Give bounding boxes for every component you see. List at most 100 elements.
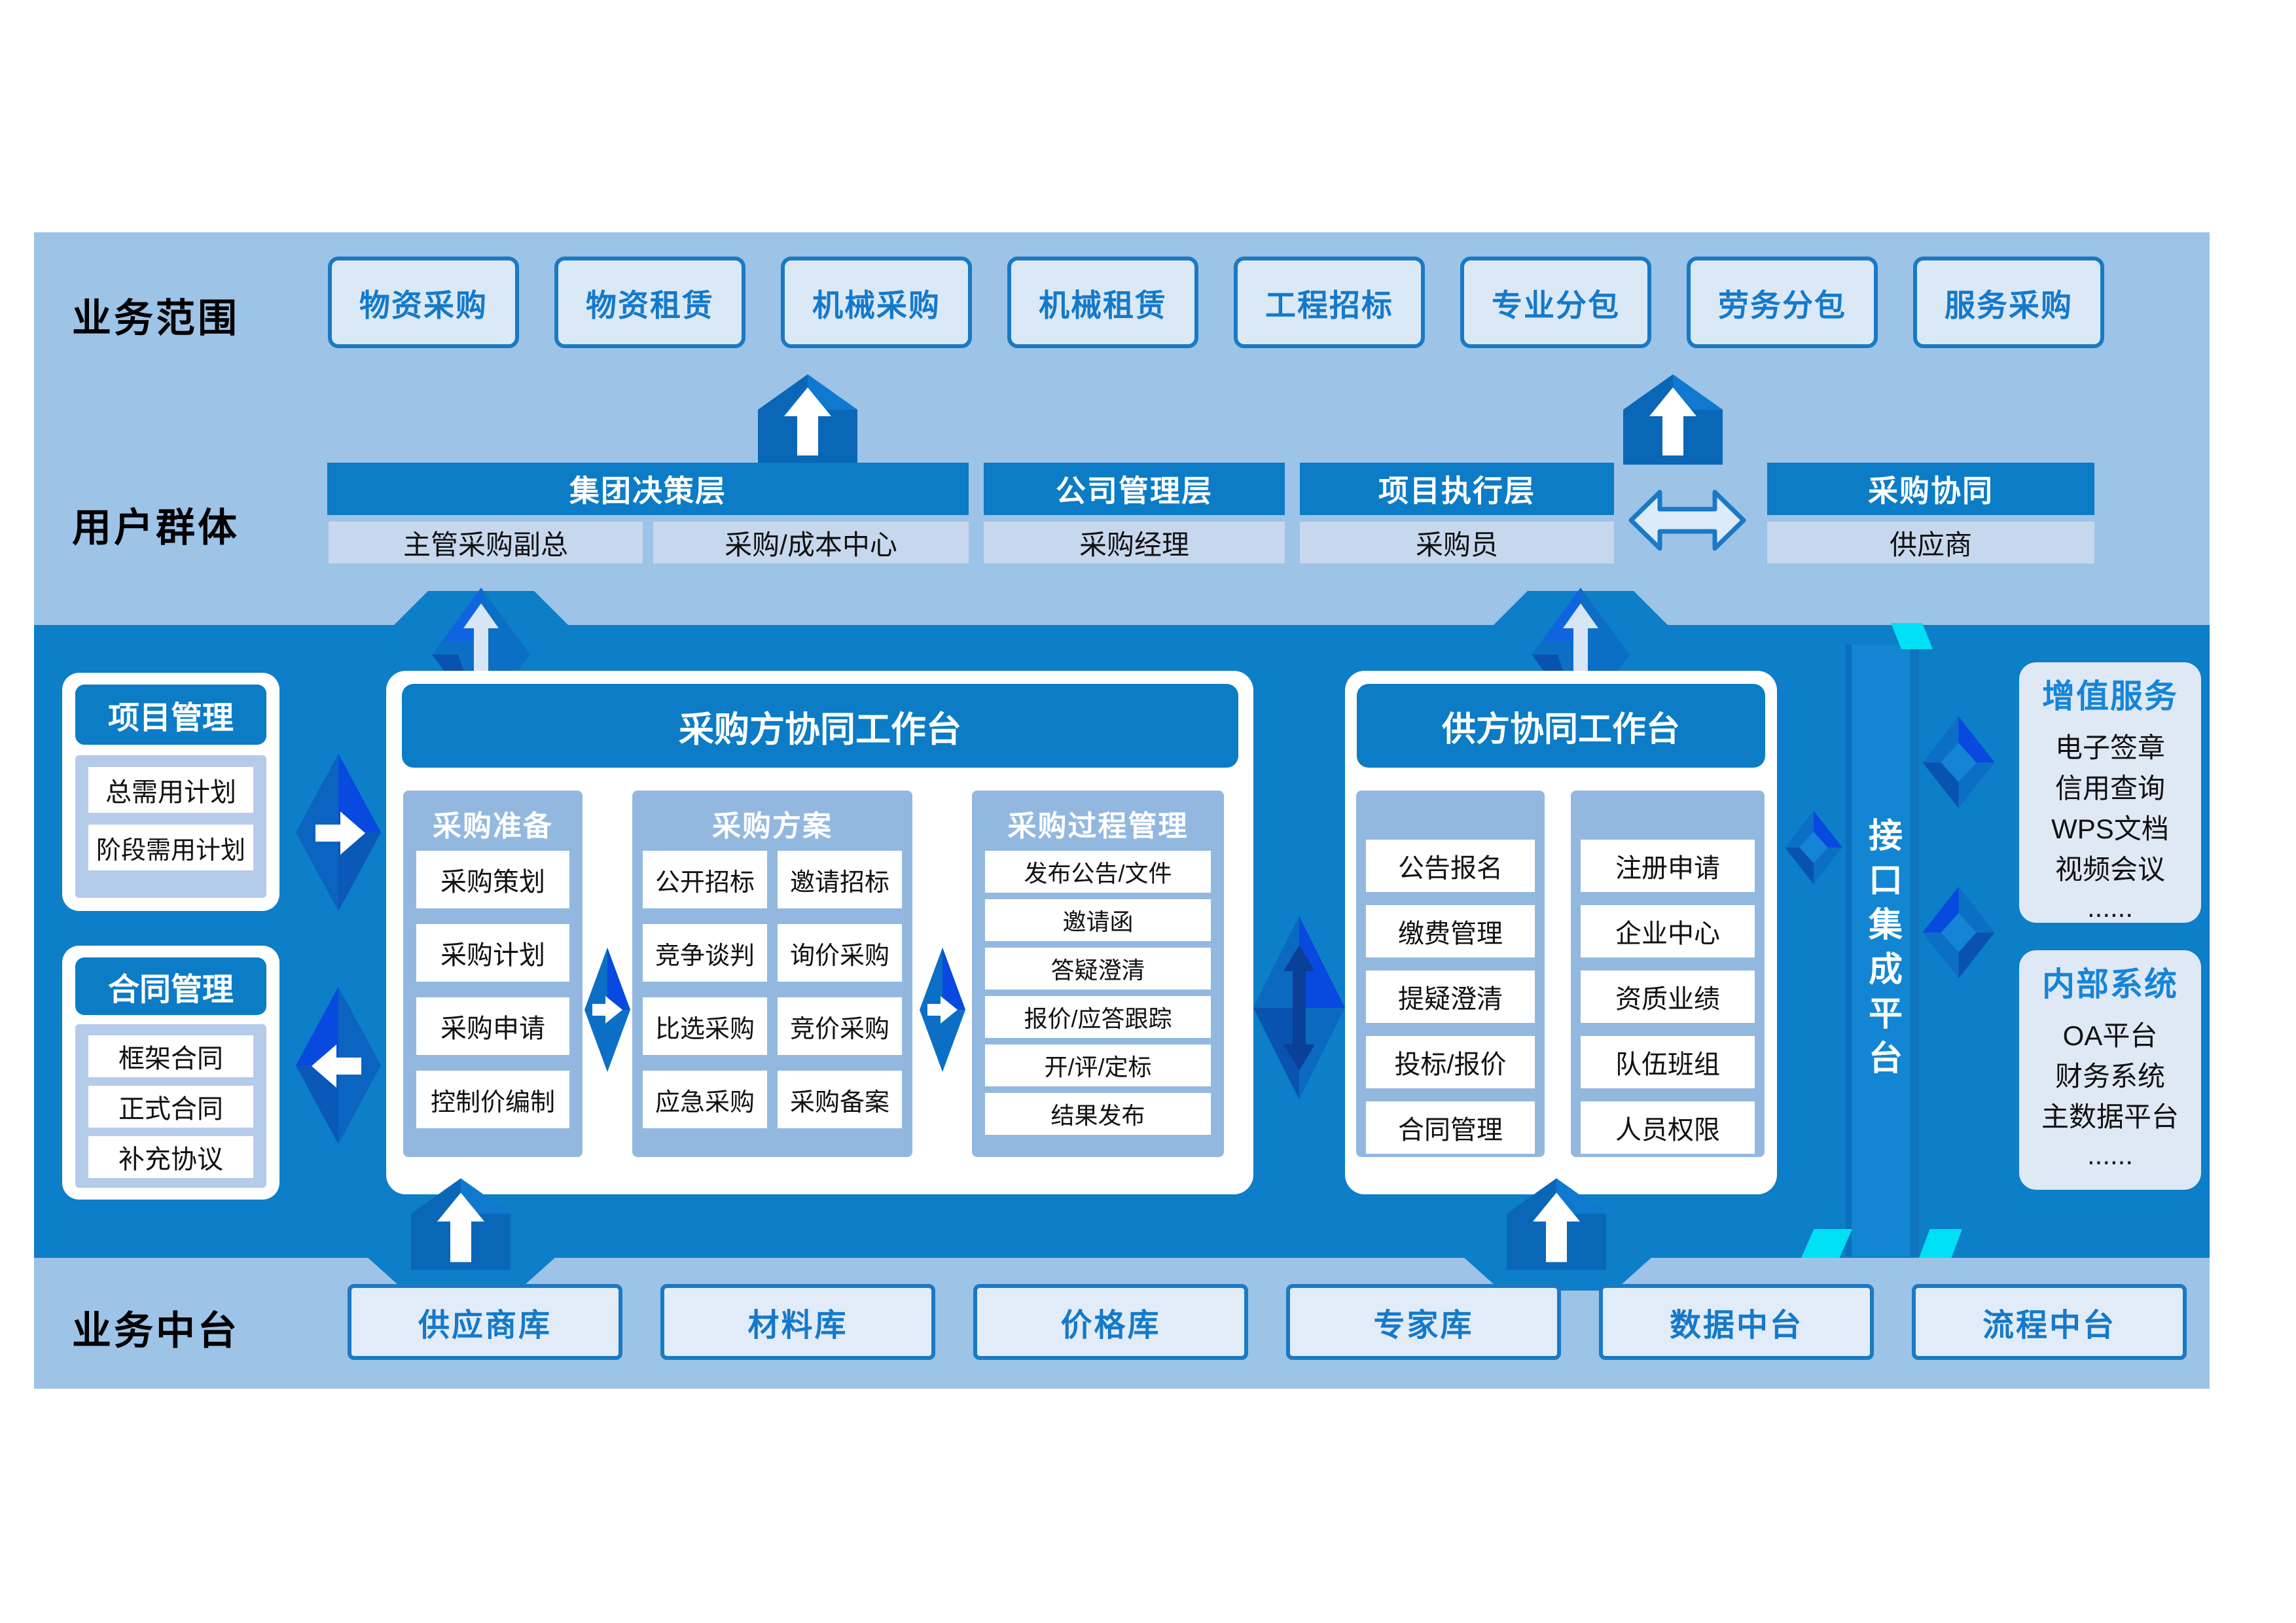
up-arrow-icon	[411, 1177, 511, 1272]
double-horizontal-arrow-icon	[1628, 486, 1746, 555]
scope-item-label: 机械租赁	[1039, 287, 1167, 323]
right-arrow-diamond-icon	[296, 754, 381, 911]
value-added-item: 信用查询	[2054, 772, 2165, 804]
value-added-item: 电子签章	[2054, 732, 2165, 763]
up-arrow-icon	[1623, 374, 1723, 465]
scope-item-box: 劳务分包	[1687, 257, 1878, 348]
group-role: 供应商	[1767, 522, 2094, 563]
scheme-item: 比选采购	[643, 997, 767, 1055]
middle-item-box: 价格库	[973, 1284, 1248, 1360]
middle-item-box: 专家库	[1286, 1284, 1561, 1360]
scope-item-label: 机械采购	[812, 287, 941, 323]
user-groups-label: 用户群体	[72, 506, 240, 550]
right-arrow-diamond-icon	[920, 948, 965, 1072]
up-arrow-icon	[758, 374, 857, 465]
diamond-icon	[1921, 887, 1996, 978]
group-header: 项目执行层	[1300, 463, 1614, 515]
supplier-item: 提疑澄清	[1366, 971, 1535, 1023]
value-added-panel: 增值服务 电子签章 信用查询 WPS文档 视频会议 ......	[2019, 662, 2201, 923]
value-added-item: 视频会议	[2054, 853, 2165, 885]
middle-item-label: 流程中台	[1982, 1308, 2116, 1343]
scheme-item: 邀请招标	[778, 851, 902, 908]
middle-item-box: 流程中台	[1912, 1284, 2187, 1360]
middle-item-label: 价格库	[1060, 1308, 1161, 1343]
diamond-icon	[1921, 717, 1996, 808]
group-header: 集团决策层	[327, 463, 969, 515]
group-role: 采购经理	[984, 522, 1285, 563]
scope-item-label: 服务采购	[1945, 287, 2073, 323]
contract-mgmt-title: 合同管理	[107, 972, 234, 1007]
right-arrow-diamond-icon	[584, 948, 630, 1072]
middle-item-box: 供应商库	[348, 1284, 622, 1360]
supplier-item: 合同管理	[1366, 1101, 1535, 1154]
supplier-item: 资质业绩	[1581, 971, 1755, 1023]
group-header: 公司管理层	[984, 463, 1285, 515]
scope-item-box: 工程招标	[1234, 257, 1425, 348]
diamond-icon	[1785, 805, 1842, 890]
middle-item-label: 专家库	[1373, 1308, 1474, 1343]
scheme-item: 竞争谈判	[643, 924, 767, 982]
process-item: 开/评/定标	[985, 1044, 1211, 1086]
supplier-workbench-title: 供方协同工作台	[1441, 710, 1680, 749]
middle-item-label: 数据中台	[1669, 1308, 1803, 1343]
value-added-title: 增值服务	[2042, 678, 2178, 715]
up-arrow-icon	[1507, 1177, 1606, 1272]
value-added-item: ......	[2087, 892, 2133, 923]
value-added-item: WPS文档	[2051, 813, 2169, 844]
supplier-item: 队伍班组	[1581, 1036, 1755, 1088]
group-role: 采购/成本中心	[653, 522, 969, 563]
supplier-item: 缴费管理	[1366, 905, 1535, 957]
prep-item: 采购申请	[416, 997, 569, 1055]
vertical-double-arrow-diamond-icon	[1253, 916, 1345, 1099]
supplier-item: 企业中心	[1581, 905, 1755, 957]
project-mgmt-title: 项目管理	[107, 701, 234, 736]
scope-item-label: 劳务分包	[1718, 287, 1846, 323]
prep-panel-title: 采购准备	[433, 810, 553, 842]
scope-item-box: 专业分包	[1460, 257, 1651, 348]
internal-systems-title: 内部系统	[2042, 966, 2178, 1003]
process-item: 发布公告/文件	[985, 851, 1211, 893]
middle-item-label: 材料库	[747, 1308, 848, 1343]
group-role: 主管采购副总	[329, 522, 643, 563]
group-header: 采购协同	[1767, 463, 2094, 515]
middle-item-box: 数据中台	[1599, 1284, 1874, 1360]
scope-item-box: 物资采购	[328, 257, 519, 348]
supplier-item: 人员权限	[1581, 1101, 1755, 1154]
internal-systems-item: ......	[2087, 1139, 2133, 1170]
business-scope-label: 业务范围	[72, 296, 240, 340]
scheme-item: 公开招标	[643, 851, 767, 908]
scope-item-box: 机械租赁	[1007, 257, 1198, 348]
scheme-panel-title: 采购方案	[712, 810, 833, 842]
scope-item-box: 物资租赁	[554, 257, 745, 348]
project-mgmt-header: 项目管理	[75, 685, 266, 745]
project-mgmt-item: 阶段需用计划	[88, 825, 253, 870]
middle-item-label: 供应商库	[418, 1308, 552, 1343]
internal-systems-item: OA平台	[2062, 1020, 2158, 1051]
prep-item: 采购计划	[416, 924, 569, 982]
scheme-item: 应急采购	[643, 1071, 767, 1128]
middle-item-box: 材料库	[660, 1284, 935, 1360]
project-mgmt-item: 总需用计划	[88, 767, 253, 813]
scope-item-label: 物资采购	[359, 287, 488, 323]
supplier-item: 注册申请	[1581, 840, 1755, 892]
prep-item: 采购策划	[416, 851, 569, 908]
internal-systems-item: 主数据平台	[2041, 1101, 2179, 1132]
contract-mgmt-header: 合同管理	[75, 957, 266, 1015]
scope-item-box: 服务采购	[1913, 257, 2104, 348]
internal-systems-item: 财务系统	[2054, 1060, 2165, 1092]
contract-mgmt-item: 正式合同	[88, 1086, 253, 1128]
process-item: 答疑澄清	[985, 948, 1211, 990]
supplier-workbench-header: 供方协同工作台	[1357, 684, 1765, 768]
prep-item: 控制价编制	[416, 1071, 569, 1128]
contract-mgmt-item: 补充协议	[88, 1136, 253, 1178]
contract-mgmt-item: 框架合同	[88, 1035, 253, 1077]
scheme-item: 采购备案	[778, 1071, 902, 1128]
process-item: 结果发布	[985, 1093, 1211, 1135]
buyer-workbench-header: 采购方协同工作台	[402, 684, 1238, 768]
process-panel-title: 采购过程管理	[1007, 810, 1189, 842]
scope-item-label: 物资租赁	[586, 287, 714, 323]
internal-systems-panel: 内部系统 OA平台 财务系统 主数据平台 ......	[2019, 950, 2201, 1190]
scheme-item: 询价采购	[778, 924, 902, 982]
scope-item-label: 专业分包	[1492, 287, 1620, 323]
scheme-item: 竞价采购	[778, 997, 902, 1055]
